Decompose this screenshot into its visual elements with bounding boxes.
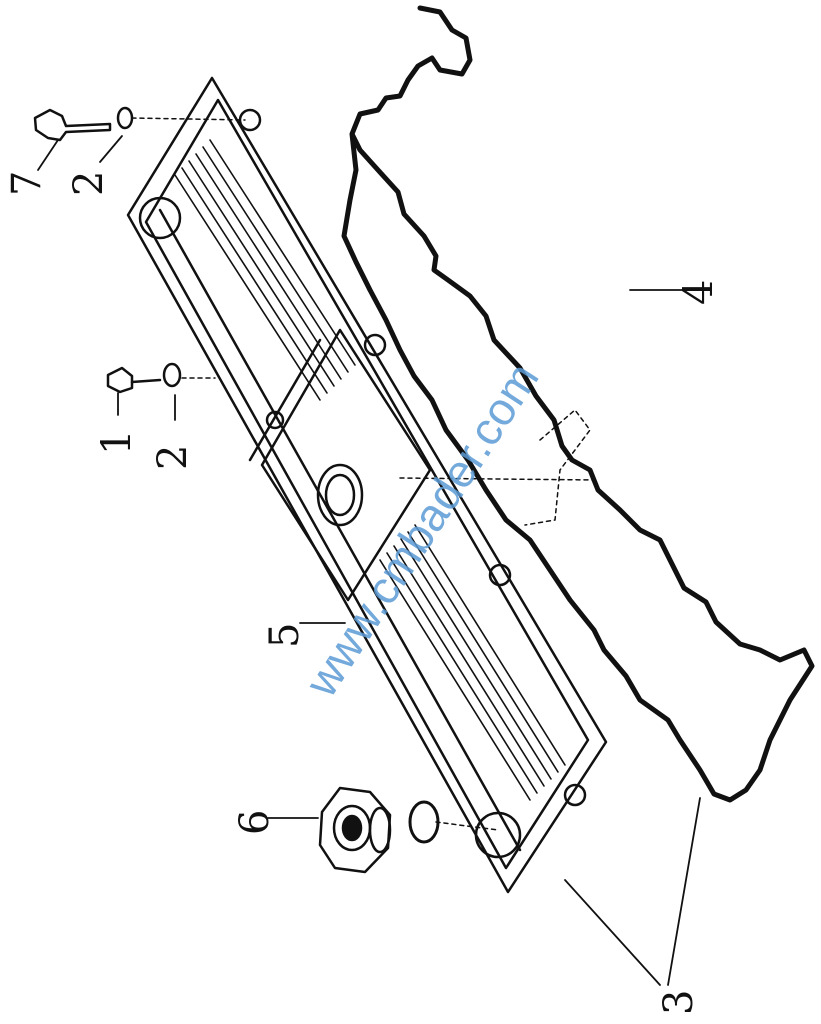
- leader-lines: [37, 135, 701, 986]
- callout-6: 6: [232, 810, 278, 835]
- callout-5: 5: [262, 623, 308, 648]
- callout-3: 3: [656, 990, 702, 1015]
- watermark: www.cmbader.com: [294, 353, 548, 706]
- callout-2b: 2: [150, 445, 196, 470]
- oil-filler-cap: [318, 786, 440, 874]
- callout-2a: 2: [66, 171, 112, 196]
- callout-4: 4: [676, 280, 722, 305]
- bolts: [33, 106, 182, 394]
- gasket: [341, 5, 815, 803]
- callout-1: 1: [94, 430, 140, 455]
- callout-7: 7: [4, 171, 50, 196]
- valve-cover: [126, 76, 608, 894]
